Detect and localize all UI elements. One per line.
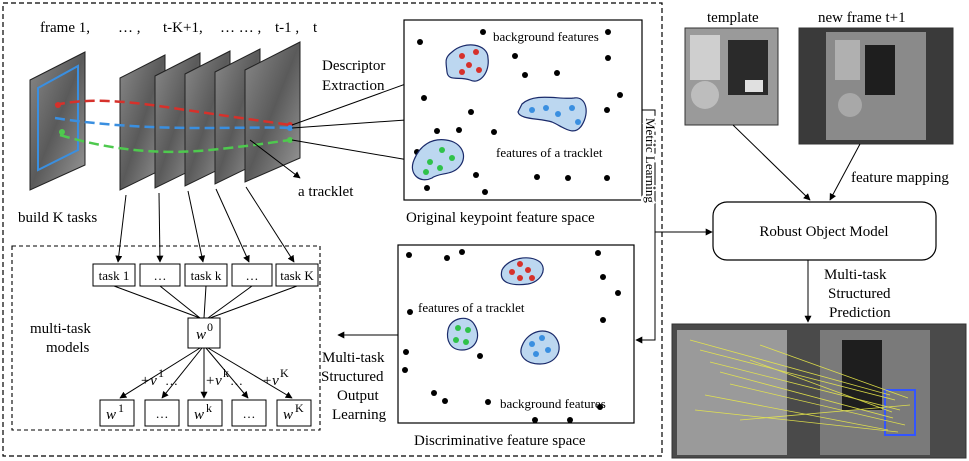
build-k-tasks-label: build K tasks [18, 210, 97, 226]
features-of-tracklet-label-top: features of a tracklet [496, 145, 603, 160]
multi-task-models-label-1: multi-task [30, 321, 91, 337]
feature-mapping-label: feature mapping [851, 170, 949, 186]
multi-task-models-label-2: models [46, 340, 89, 356]
output-model-box: w 1 [99, 399, 135, 427]
output-model-label: w [283, 407, 293, 423]
offset-v1-tail: … [165, 373, 178, 388]
discriminative-feature-space-caption: Discriminative feature space [414, 433, 586, 449]
a-tracklet-label: a tracklet [298, 184, 354, 200]
task-box-label: … [246, 268, 259, 283]
output-model-box: … [144, 399, 180, 427]
output-model-label: w [106, 407, 116, 423]
frame-stack [29, 41, 301, 191]
template-image [684, 27, 779, 126]
green-cluster-dots [453, 325, 471, 345]
task-box: … [139, 263, 181, 287]
mtsol-label-1: Multi-task [322, 350, 385, 366]
frame-label-1: frame 1, [40, 20, 90, 36]
features-of-tracklet-label-bottom: features of a tracklet [418, 300, 525, 315]
offset-vK-sup: K [280, 366, 289, 380]
task-box: … [231, 263, 273, 287]
template-to-model-arrow [732, 124, 811, 201]
offset-v1: +v [140, 373, 157, 389]
output-model-sup: K [295, 401, 304, 415]
red-cluster-dots [509, 261, 535, 281]
blue-feature-dots [529, 105, 581, 125]
frame-label-tk1: t-K+1, [163, 20, 203, 36]
task-box-label: task 1 [99, 268, 130, 283]
output-model-label: w [194, 407, 204, 423]
task-to-w0-lines [113, 285, 298, 319]
descriptor-extraction-label: Descriptor [322, 58, 385, 74]
red-feature-dots [459, 49, 482, 75]
task-box-label: task K [280, 268, 314, 283]
frame-label-t: t [313, 20, 318, 36]
task-box-label: … [154, 268, 167, 283]
offset-vK: +v [262, 373, 279, 389]
mtsol-label-4: Learning [332, 407, 387, 423]
tracklet-points [55, 102, 293, 143]
green-cluster-blob [446, 317, 479, 351]
new-frame-image [798, 27, 954, 145]
mtsp-label-1: Multi-task [824, 267, 887, 283]
frame-label-dots-1: … , [118, 20, 141, 36]
background-features-label-top: background features [493, 29, 599, 44]
task-box: task k [184, 263, 228, 287]
discriminative-background-dots [402, 249, 621, 423]
template-label: template [707, 10, 759, 26]
background-features-label-bottom: background features [500, 396, 606, 411]
multi-task-models-box [11, 245, 321, 431]
tracklet-blue [54, 116, 291, 130]
output-model-box: w k [187, 399, 223, 427]
frame-to-model-arrow [829, 143, 861, 201]
offset-vk-sup: k [223, 366, 229, 380]
original-background-dots [414, 29, 623, 195]
output-model-box: w K [276, 399, 312, 427]
tracklet-green [59, 133, 291, 154]
offset-vk-tail: … [230, 373, 243, 388]
extraction-arrow [291, 139, 421, 165]
blue-cluster-blob [520, 330, 560, 365]
tracklet-red [54, 99, 291, 127]
task-box: task K [275, 263, 319, 287]
output-model-sup: k [206, 401, 212, 415]
mtsol-label-2: Structured [321, 369, 384, 385]
original-feature-space-caption: Original keypoint feature space [406, 210, 595, 226]
task-box: task 1 [92, 263, 136, 287]
blue-cluster-dots [529, 335, 551, 357]
offset-v1-sup: 1 [158, 366, 164, 380]
frame-label-t1: t-1 , [275, 20, 299, 36]
prediction-image [671, 323, 967, 459]
robust-object-model-node: Robust Object Model [712, 201, 937, 261]
output-model-sup: 1 [118, 401, 124, 415]
new-frame-label: new frame t+1 [818, 10, 906, 26]
mtsp-label-2: Structured [828, 286, 891, 302]
output-model-label: … [243, 406, 256, 421]
robust-object-model-label: Robust Object Model [759, 224, 888, 240]
green-feature-dots [423, 147, 455, 175]
w0-to-output-arrows [119, 347, 293, 399]
build-task-arrows [115, 186, 295, 263]
w0-label: w [196, 327, 206, 343]
metric-learning-connector [635, 109, 656, 344]
task-box-label: task k [191, 268, 222, 283]
offset-vk: +v [205, 373, 222, 389]
frame-label-dots-2: … … , [220, 20, 261, 36]
blue-tracklet-blob [517, 96, 587, 132]
mtsol-label-3: Output [337, 388, 380, 404]
tracklet-arrow [249, 139, 301, 179]
metric-learning-label: Metric Learning [643, 118, 658, 203]
w0-sup: 0 [207, 320, 213, 334]
mtsp-label-3: Prediction [829, 305, 891, 321]
descriptor-extraction-label-2: Extraction [322, 78, 385, 94]
output-model-box: … [231, 399, 267, 427]
w0-node: w 0 [187, 317, 221, 349]
video-frame [29, 51, 86, 191]
output-model-label: … [156, 406, 169, 421]
training-panel-border [2, 2, 663, 457]
